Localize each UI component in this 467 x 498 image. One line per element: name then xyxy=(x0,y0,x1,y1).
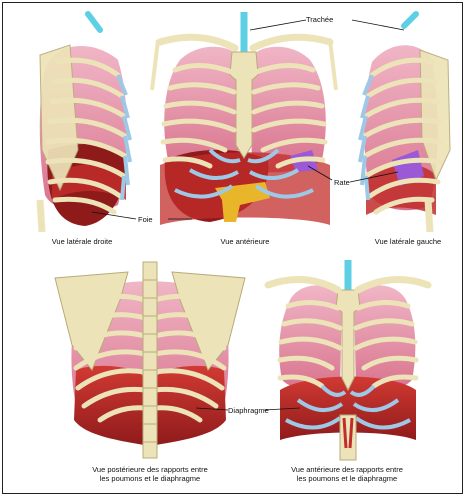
caption-posterior: Vue postérieure des rapports entre les p… xyxy=(55,465,245,483)
leader-trachee-right xyxy=(352,20,404,30)
trachea-lateral-left xyxy=(404,14,416,26)
panel-lateral-left xyxy=(350,14,450,232)
label-foie: Foie xyxy=(138,215,153,224)
caption-lateral-left: Vue latérale gauche xyxy=(358,237,458,246)
panel-posterior xyxy=(55,262,245,458)
caption-anterior-relations-line2: les poumons et le diaphragme xyxy=(252,474,442,483)
caption-anterior-relations: Vue antérieure des rapports entre les po… xyxy=(252,465,442,483)
spine-lateral-right xyxy=(40,200,42,232)
label-diaphragme: Diaphragme xyxy=(228,406,269,415)
caption-anterior-relations-line1: Vue antérieure des rapports entre xyxy=(252,465,442,474)
spine-posterior xyxy=(143,262,157,458)
label-rate: Rate xyxy=(334,178,350,187)
label-trachee: Trachée xyxy=(306,15,333,24)
leader-trachee-anterior xyxy=(250,20,306,30)
caption-anterior: Vue antérieure xyxy=(185,237,305,246)
caption-lateral-right: Vue latérale droite xyxy=(22,237,142,246)
panel-anterior xyxy=(152,12,336,225)
caption-posterior-line1: Vue postérieure des rapports entre xyxy=(55,465,245,474)
panel-anterior-relations xyxy=(264,260,428,460)
caption-posterior-line2: les poumons et le diaphragme xyxy=(55,474,245,483)
panel-lateral-right xyxy=(40,14,136,232)
spine-lateral-left xyxy=(428,200,430,232)
spine-anterior-relations xyxy=(340,415,356,460)
trachea-tube xyxy=(88,14,100,30)
